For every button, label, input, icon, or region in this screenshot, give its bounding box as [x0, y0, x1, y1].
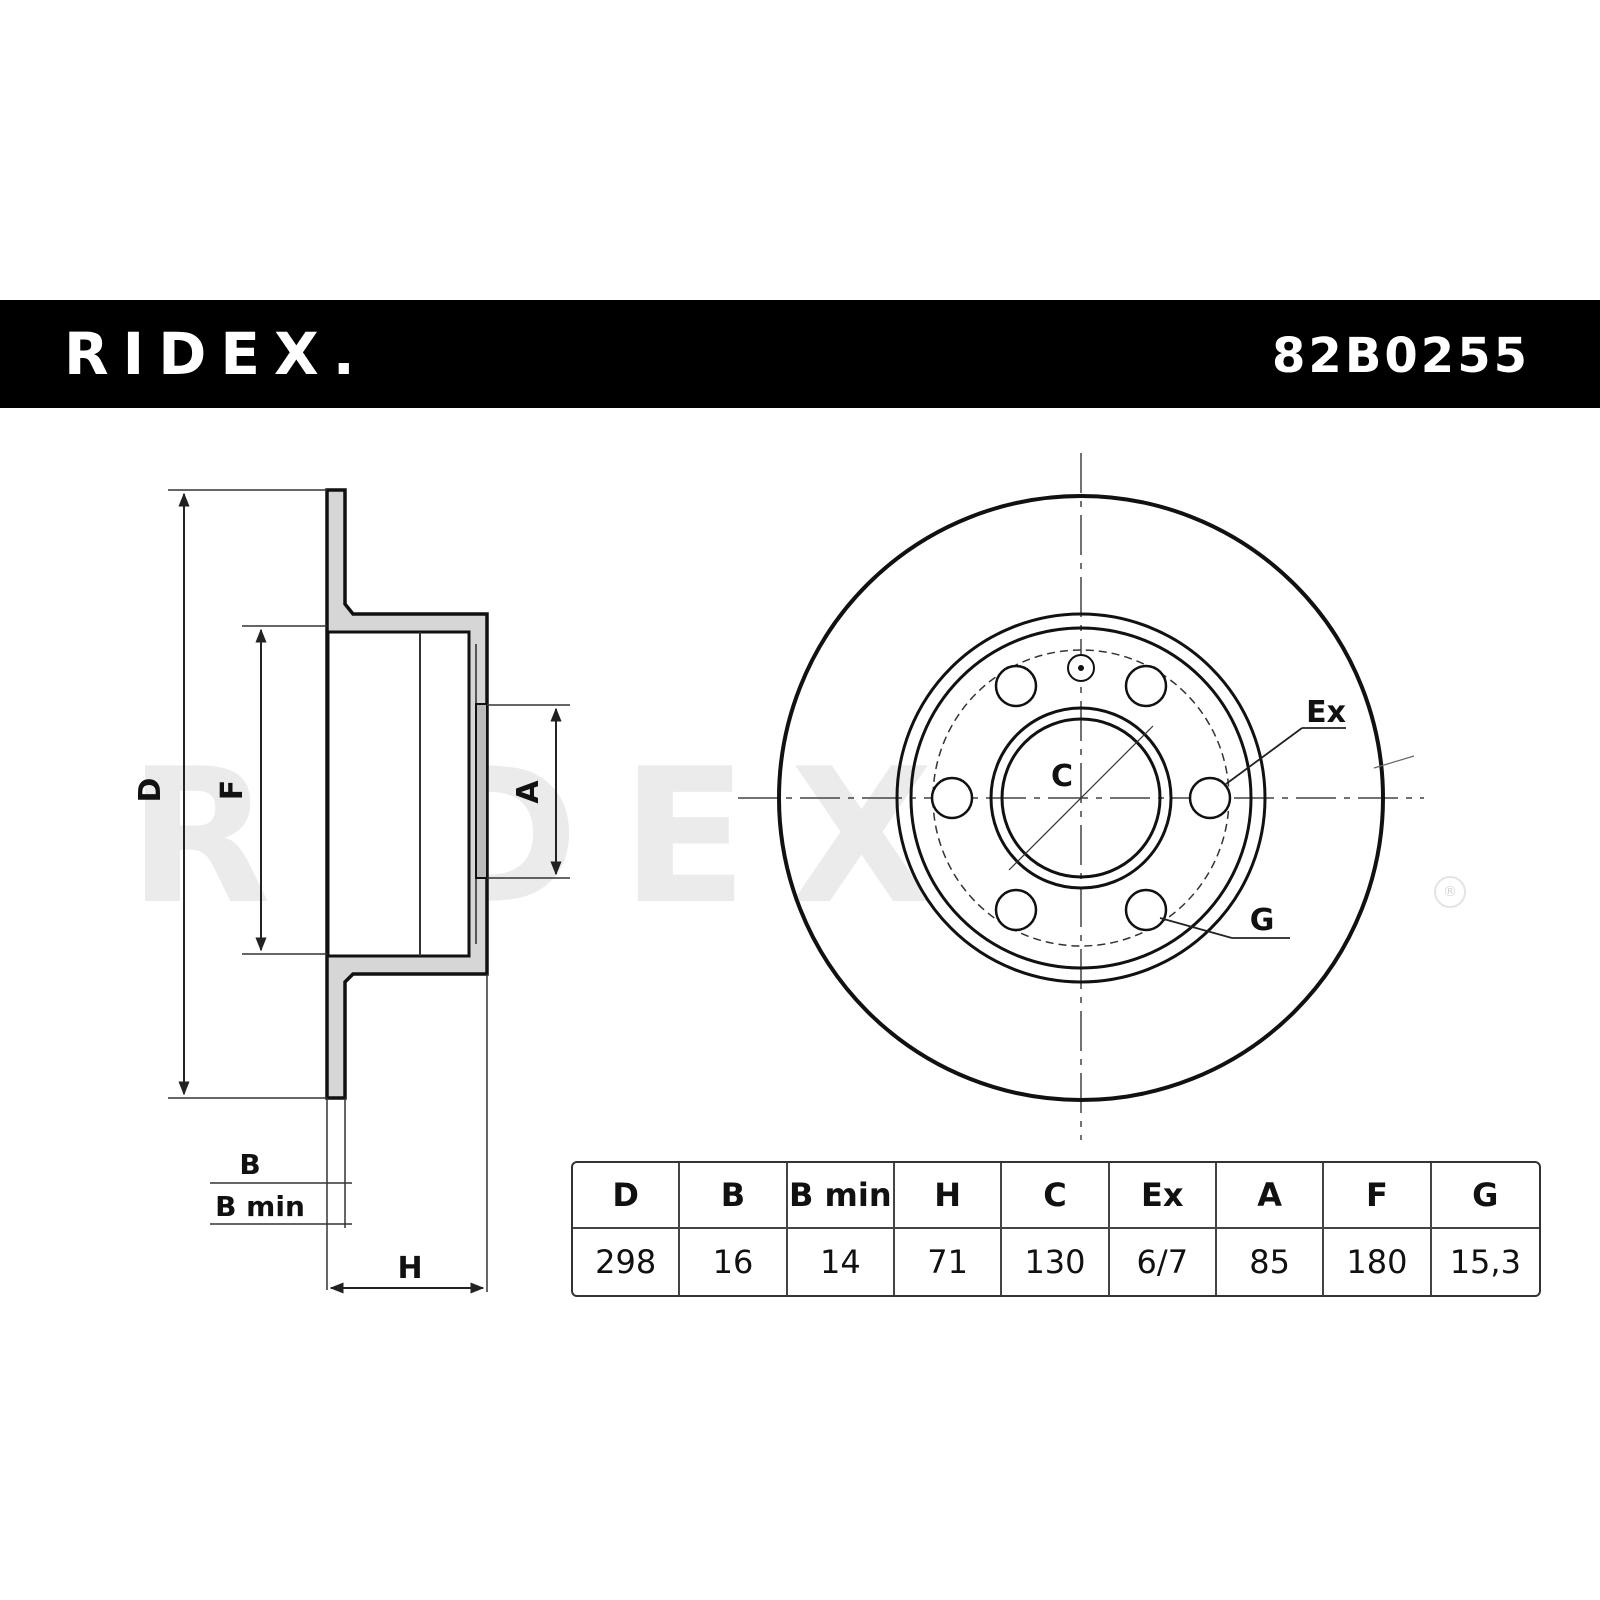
bolt-hole: [994, 664, 1038, 708]
brand-logo: RIDEX.: [64, 320, 369, 388]
spec-value-cell: 6/7: [1110, 1229, 1217, 1295]
front-view: C Ex G: [738, 453, 1424, 1140]
spec-value-cell: 298: [573, 1229, 681, 1295]
leader-ex: [1225, 727, 1303, 785]
label-b: B: [239, 1148, 260, 1181]
bolt-hole: [1124, 888, 1168, 932]
label-ex: Ex: [1306, 695, 1346, 730]
leader-ex-tail: [1373, 755, 1415, 769]
side-view: D F A B B min H: [133, 488, 570, 1294]
diameter-c-line: [1008, 725, 1154, 871]
spec-value-cell: 130: [1002, 1229, 1110, 1295]
part-number: 82B0255: [1272, 328, 1530, 384]
spec-header-cell: F: [1324, 1163, 1432, 1229]
label-f: F: [215, 780, 250, 801]
label-a: A: [511, 780, 546, 804]
spec-header-cell: B: [680, 1163, 788, 1229]
spec-value-cell: 15,3: [1449, 1243, 1521, 1281]
set-screw-center: [1078, 665, 1084, 671]
bolt-hole: [994, 888, 1038, 932]
spec-header-cell: B min: [787, 1163, 895, 1229]
spec-table-value-row: 298 16 14 71 130 6/7 85 180 15,3: [573, 1229, 1539, 1295]
spec-value-cell: 71: [895, 1229, 1003, 1295]
label-b-min: B min: [215, 1190, 305, 1223]
center-bore-outer: [989, 706, 1173, 890]
bolt-hole: [930, 776, 974, 820]
center-bore-inner: [1000, 717, 1162, 879]
label-h: H: [397, 1251, 422, 1286]
hub-face: [475, 703, 488, 879]
bolt-hole: [1188, 776, 1232, 820]
disc-outer-circle: [777, 494, 1385, 1102]
spec-header-cell: H: [894, 1163, 1003, 1229]
spec-value-cell: 180: [1324, 1229, 1432, 1295]
spec-value-cell: 14: [788, 1229, 895, 1295]
spec-header-cell: G: [1431, 1163, 1539, 1229]
header-bar: [0, 300, 1600, 408]
watermark-registered-icon: ®: [1434, 876, 1466, 908]
bolt-hole: [1124, 664, 1168, 708]
hub-outer-circle: [895, 612, 1267, 984]
hub-cavity: [326, 630, 471, 958]
spec-header-cell: D: [573, 1163, 681, 1229]
spec-value-cell: 16: [680, 1229, 788, 1295]
hub-inner-circle: [909, 626, 1253, 970]
spec-table-header-row: D B B min H C Ex A F G: [573, 1163, 1539, 1229]
spec-header-cell: C: [1002, 1163, 1110, 1229]
label-c: C: [1051, 759, 1073, 794]
spec-header-cell: Ex: [1109, 1163, 1217, 1229]
label-d: D: [133, 778, 168, 803]
spec-header-cell: A: [1216, 1163, 1325, 1229]
spec-table: D B B min H C Ex A F G 298 16 14 71 130 …: [571, 1161, 1541, 1297]
spec-value-cell: 85: [1217, 1229, 1325, 1295]
label-g: G: [1250, 903, 1275, 938]
leader-g: [1159, 917, 1233, 939]
